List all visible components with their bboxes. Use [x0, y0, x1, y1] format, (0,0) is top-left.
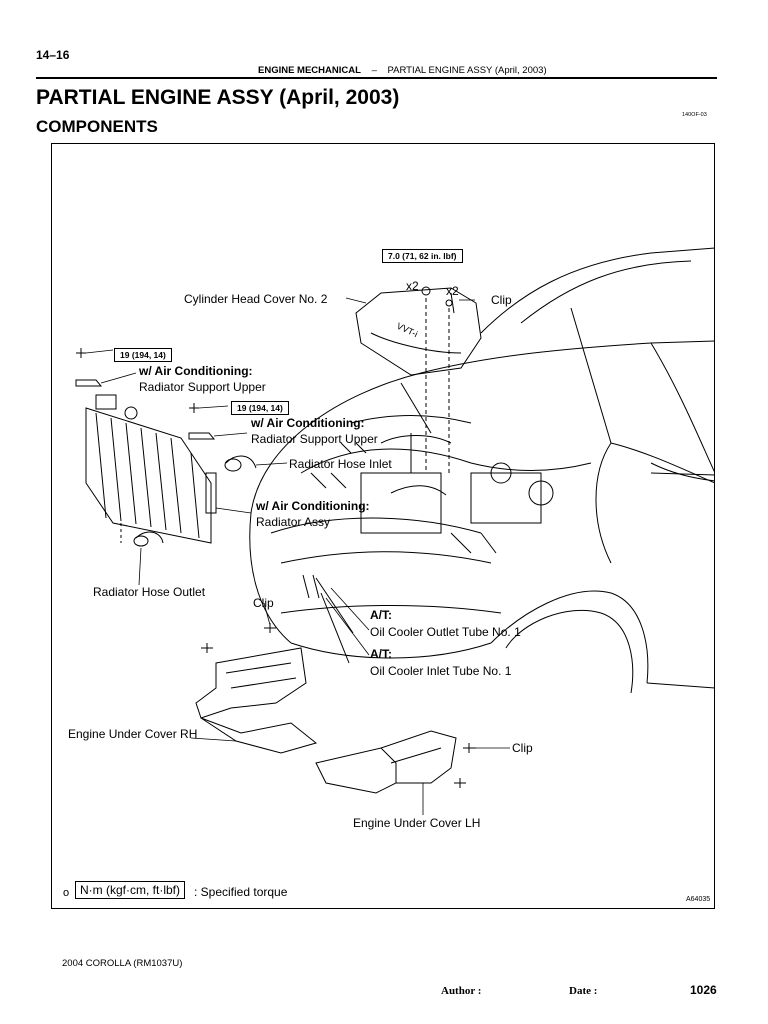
label-support-upper-1: Radiator Support Upper — [139, 380, 266, 394]
oil-cooler-tubes-drawing — [302, 574, 354, 664]
vehicle-body-drawing — [249, 247, 715, 694]
legend-text: : Specified torque — [194, 885, 288, 899]
legend-unit-box: N·m (kgf·cm, ft·lbf) — [75, 881, 185, 899]
running-header: ENGINE MECHANICAL – PARTIAL ENGINE ASSY … — [258, 65, 547, 76]
legend-torque-mark: o — [63, 887, 70, 899]
header-topic: PARTIAL ENGINE ASSY (April, 2003) — [387, 65, 547, 76]
label-support-upper-2: Radiator Support Upper — [251, 432, 378, 446]
label-at-2: A/T: — [370, 647, 392, 661]
radiator-drawing — [85, 394, 217, 544]
torque-spec-head-cover: 7.0 (71, 62 in. lbf) — [382, 249, 463, 263]
engine-under-cover-rh-drawing — [195, 647, 318, 754]
label-radiator-assy: Radiator Assy — [256, 515, 331, 529]
hose-drawings — [133, 455, 257, 547]
header-rule — [36, 77, 717, 79]
engine-compartment-drawing — [310, 433, 554, 554]
footer-author-label: Author : — [441, 985, 482, 997]
label-clip-right: Clip — [512, 741, 533, 755]
header-section: ENGINE MECHANICAL — [258, 65, 361, 76]
torque-spec-support-upper-1: 19 (194, 14) — [114, 348, 172, 362]
label-inlet-tube: Oil Cooler Inlet Tube No. 1 — [370, 664, 512, 678]
engine-under-cover-lh-drawing — [315, 730, 457, 794]
svg-text:VVT-i: VVT-i — [395, 321, 419, 339]
label-hose-inlet: Radiator Hose Inlet — [289, 457, 392, 471]
section-subtitle: COMPONENTS — [36, 117, 158, 136]
label-outlet-tube: Oil Cooler Outlet Tube No. 1 — [370, 625, 521, 639]
components-illustration: VVT-i — [75, 247, 715, 815]
footer-model: 2004 COROLLA (RM1037U) — [62, 958, 183, 969]
code-reference: 140OF-03 — [682, 112, 707, 118]
header-separator: – — [371, 65, 377, 76]
footer-date-label: Date : — [569, 985, 598, 997]
fastener-drawings — [75, 292, 476, 788]
label-clip-mid: Clip — [253, 596, 274, 610]
label-ac-3: w/ Air Conditioning: — [256, 499, 370, 513]
label-ac-2: w/ Air Conditioning: — [251, 416, 365, 430]
footer-page-number: 1026 — [690, 983, 717, 997]
label-x2-b: x2 — [446, 284, 459, 298]
leader-lines — [85, 297, 510, 815]
label-ac-1: w/ Air Conditioning: — [139, 364, 253, 378]
label-x2-a: x2 — [406, 279, 419, 293]
page-number: 14–16 — [36, 48, 70, 62]
illustration-frame — [51, 143, 715, 909]
torque-spec-support-upper-2: 19 (194, 14) — [231, 401, 289, 415]
label-at-1: A/T: — [370, 608, 392, 622]
figure-id: A64035 — [686, 896, 711, 903]
label-under-cover-rh: Engine Under Cover RH — [68, 727, 198, 741]
label-under-cover-lh: Engine Under Cover LH — [353, 816, 481, 830]
label-clip-top: Clip — [491, 293, 512, 307]
label-hose-outlet: Radiator Hose Outlet — [93, 585, 206, 599]
label-cylinder-head-cover: Cylinder Head Cover No. 2 — [184, 292, 328, 306]
page-title: PARTIAL ENGINE ASSY (April, 2003) — [36, 86, 400, 109]
